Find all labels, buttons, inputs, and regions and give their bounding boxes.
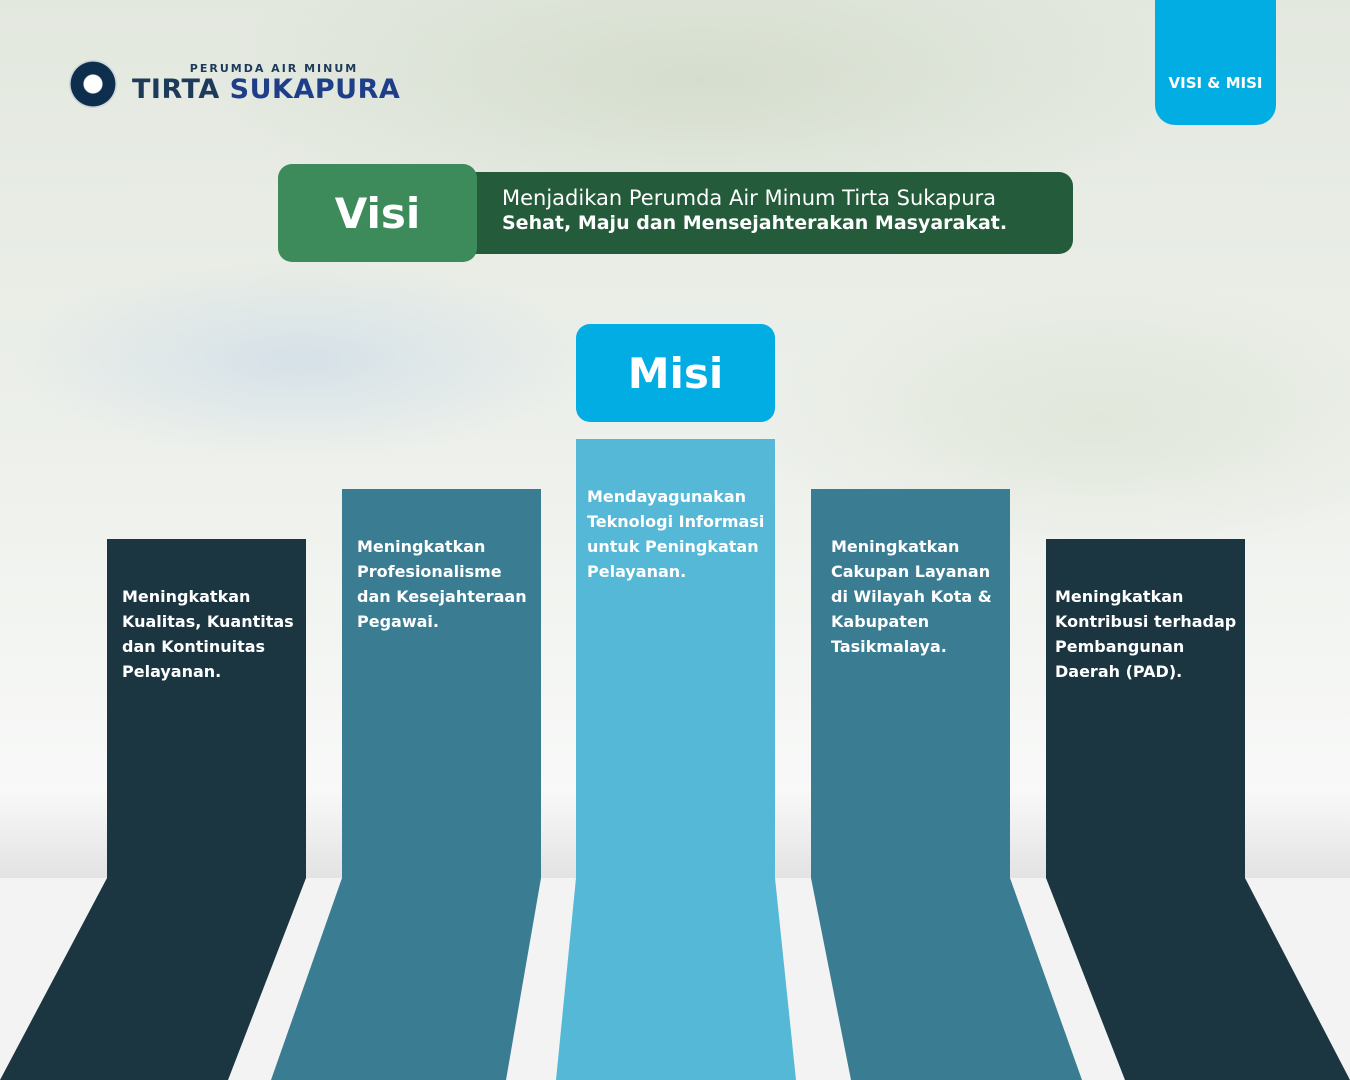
misi-column-1: Meningkatkan Kualitas, Kuantitas dan Kon… bbox=[107, 539, 306, 878]
misi-label: Misi bbox=[576, 324, 775, 422]
logo-subtitle: PERUMDA AIR MINUM bbox=[189, 62, 359, 75]
floor-bar-1 bbox=[0, 878, 306, 1080]
visi-label: Visi bbox=[278, 164, 477, 262]
misi-column-3: Mendayagunakan Teknologi Informasi untuk… bbox=[576, 439, 775, 878]
floor-perspective-bars bbox=[0, 878, 1350, 1080]
misi-column-5: Meningkatkan Kontribusi terhadap Pembang… bbox=[1046, 539, 1245, 878]
misi-item-3: Mendayagunakan Teknologi Informasi untuk… bbox=[587, 487, 765, 581]
misi-column-4: Meningkatkan Cakupan Layanan di Wilayah … bbox=[811, 489, 1010, 878]
floor-bar-5 bbox=[1046, 878, 1350, 1080]
misi-item-2: Meningkatkan Profesionalisme dan Kesejah… bbox=[357, 537, 527, 631]
misi-item-1: Meningkatkan Kualitas, Kuantitas dan Kon… bbox=[122, 587, 294, 681]
misi-column-2: Meningkatkan Profesionalisme dan Kesejah… bbox=[342, 489, 541, 878]
visi-statement-line2: Sehat, Maju dan Mensejahterakan Masyarak… bbox=[502, 212, 1008, 234]
visi-statement-line1: Menjadikan Perumda Air Minum Tirta Sukap… bbox=[502, 186, 997, 210]
misi-item-4: Meningkatkan Cakupan Layanan di Wilayah … bbox=[831, 537, 992, 656]
logo-word-tirta: TIRTA bbox=[132, 74, 220, 105]
logo-word-sukapura: SUKAPURA bbox=[229, 74, 401, 105]
visi-statement-box: Menjadikan Perumda Air Minum Tirta Sukap… bbox=[440, 172, 1073, 254]
floor-bar-2 bbox=[271, 878, 541, 1080]
company-logo[interactable]: PERUMDA AIR MINUM TIRTA SUKAPURA bbox=[70, 58, 430, 114]
water-drop-logo-icon bbox=[70, 61, 116, 107]
visi-misi-tab[interactable]: VISI & MISI bbox=[1155, 0, 1276, 125]
floor-bar-4 bbox=[811, 878, 1082, 1080]
floor-bar-3 bbox=[556, 878, 796, 1080]
misi-item-5: Meningkatkan Kontribusi terhadap Pembang… bbox=[1055, 587, 1237, 681]
logo-wordmark: TIRTA SUKAPURA bbox=[132, 74, 400, 105]
